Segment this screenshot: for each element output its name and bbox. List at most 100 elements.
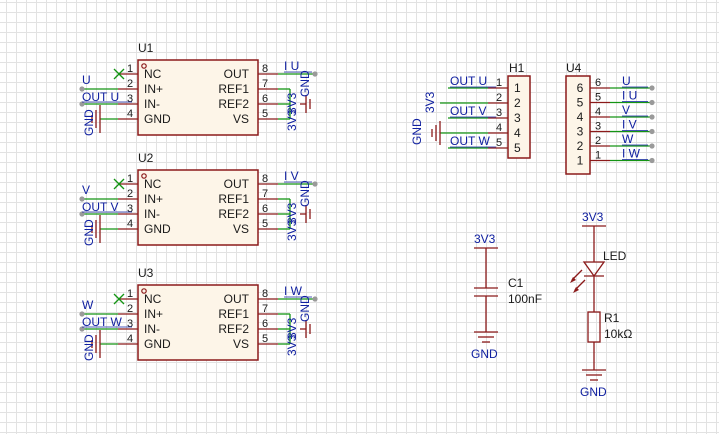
pin-name: 4 — [577, 110, 584, 124]
pin-number: 2 — [127, 188, 133, 200]
pin-name: 2 — [514, 96, 521, 110]
ic-body — [137, 284, 259, 361]
net-label: W — [622, 132, 634, 146]
pin-name: REF1 — [218, 307, 249, 321]
pin-number: 5 — [496, 137, 502, 149]
pin-name: VS — [233, 222, 249, 236]
pin-name: REF2 — [218, 97, 249, 111]
net-label-out: OUT V — [82, 200, 118, 214]
wire-end — [79, 86, 85, 92]
net-label-in: U — [82, 73, 91, 87]
pin-number: 4 — [127, 333, 133, 345]
net-label-out: OUT W — [82, 315, 122, 329]
pin-name: VS — [233, 112, 249, 126]
component-value: 100nF — [508, 292, 542, 306]
pin-number: 2 — [127, 78, 133, 90]
no-connect-mark — [113, 178, 125, 190]
pin-name: REF2 — [218, 322, 249, 336]
pin-name: 2 — [577, 139, 584, 153]
net-label-gnd: GND — [82, 334, 96, 361]
pin-name: GND — [144, 222, 171, 236]
net-label-result: I U — [284, 59, 299, 73]
net-label-ref: 3V3 — [285, 92, 299, 114]
net-label-gnd: GND — [410, 118, 424, 145]
net-label-gnd-right: GND — [298, 70, 312, 97]
pin-name: OUT — [224, 67, 250, 81]
wire-end — [649, 114, 655, 120]
wire-end — [79, 311, 85, 317]
header-body — [507, 75, 531, 159]
pin-number: 8 — [262, 63, 268, 75]
pin-name: IN+ — [144, 307, 163, 321]
pin-name: OUT — [224, 177, 250, 191]
pin-name: NC — [144, 177, 162, 191]
net-label: I U — [622, 89, 637, 103]
pin-number: 3 — [496, 107, 502, 119]
net-label: V — [622, 103, 630, 117]
pin-number: 3 — [127, 318, 133, 330]
net-label-vs: 3V3 — [285, 219, 299, 241]
wire-end — [649, 157, 655, 164]
pin-number: 4 — [127, 108, 133, 120]
pin-number: 2 — [496, 92, 502, 104]
wire-end — [79, 326, 85, 332]
net-label-gnd: GND — [580, 385, 607, 399]
resistor-body — [587, 311, 601, 343]
wire-end — [312, 296, 318, 302]
pin-number: 6 — [262, 203, 268, 215]
pin-number: 4 — [595, 106, 601, 118]
ic-body — [137, 169, 259, 246]
pin1-marker — [141, 173, 147, 179]
pin-number: 5 — [262, 218, 268, 230]
led-triangle — [582, 261, 606, 278]
pin-number: 5 — [595, 92, 601, 104]
pin-name: 1 — [577, 154, 584, 168]
pin-name: 6 — [577, 81, 584, 95]
net-label-gnd: GND — [471, 347, 498, 361]
pin-name: IN- — [144, 207, 160, 221]
pin-name: NC — [144, 292, 162, 306]
component-ref: U4 — [566, 61, 582, 75]
net-label: OUT U — [450, 74, 487, 88]
net-label: I V — [622, 118, 637, 132]
pin-name: NC — [144, 67, 162, 81]
pin-name: IN- — [144, 97, 160, 111]
wire-end — [649, 143, 655, 149]
net-label-ref: 3V3 — [285, 317, 299, 339]
wire-end — [649, 128, 655, 135]
pin-number: 2 — [595, 135, 601, 147]
net-label-in: W — [82, 298, 94, 312]
connector-body — [565, 75, 591, 175]
wire-end — [79, 211, 85, 217]
pin-name: REF1 — [218, 192, 249, 206]
pin-name: GND — [144, 337, 171, 351]
pin-number: 7 — [262, 188, 268, 200]
net-label-out: OUT U — [82, 90, 119, 104]
pin-number: 4 — [496, 122, 502, 134]
pin1-marker — [141, 288, 147, 294]
pin-number: 7 — [262, 303, 268, 315]
net-label: U — [622, 74, 631, 88]
component-ref: U3 — [138, 266, 154, 280]
net-label: OUT V — [450, 104, 486, 118]
component-ref: C1 — [508, 276, 524, 290]
net-label-3v3: 3V3 — [582, 210, 604, 224]
net-label-gnd: GND — [82, 219, 96, 246]
pin-number: 1 — [127, 173, 133, 185]
pin-number: 6 — [262, 318, 268, 330]
wire-end — [312, 181, 318, 187]
pin-name: GND — [144, 112, 171, 126]
pin-name: REF1 — [218, 82, 249, 96]
net-label-result: I V — [284, 169, 299, 183]
net-label-3v3: 3V3 — [423, 91, 437, 113]
net-label-3v3: 3V3 — [474, 232, 496, 246]
pin-name: IN+ — [144, 82, 163, 96]
pin-number: 3 — [595, 121, 601, 133]
pin-name: 1 — [514, 81, 521, 95]
pin-number: 1 — [595, 150, 601, 162]
pin-name: 5 — [577, 96, 584, 110]
